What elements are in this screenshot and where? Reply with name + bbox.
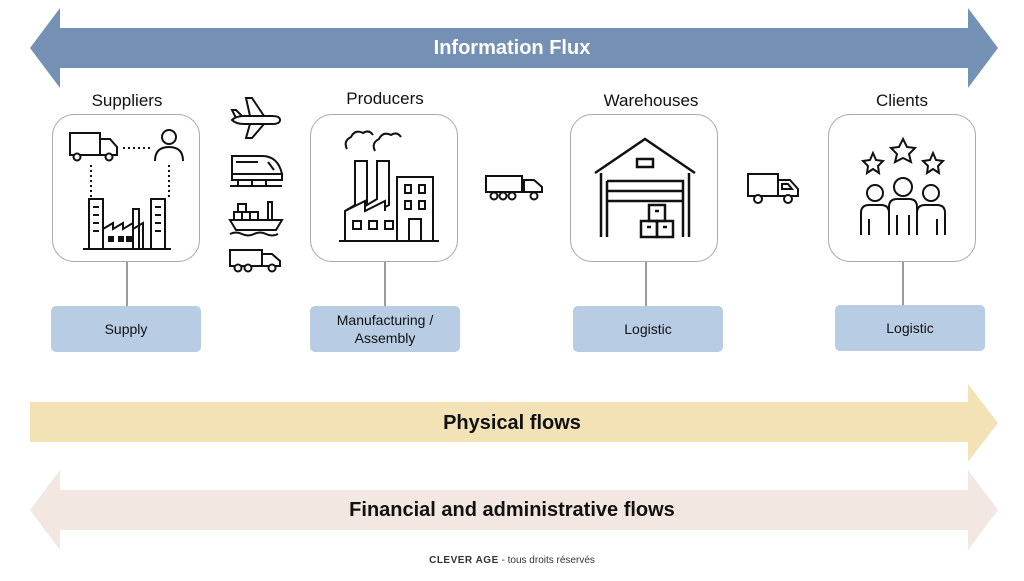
train-icon: [230, 155, 284, 187]
stage-title-producers: Producers: [346, 89, 424, 108]
producers-connector: [384, 262, 386, 306]
suppliers-icon: [69, 129, 184, 250]
factory-icon: [339, 130, 439, 242]
suppliers-card: [52, 114, 200, 262]
semi-truck-icon: [485, 175, 543, 201]
warehouses-card: [570, 114, 718, 262]
stage-title-suppliers: Suppliers: [91, 91, 163, 110]
information-flux-label: Information Flux: [433, 37, 591, 59]
financial-flows-label: Financial and administrative flows: [349, 499, 675, 521]
role-manufacturing-assembly: Manufacturing / Assembly: [310, 306, 460, 352]
information-flux-arrow: [30, 8, 998, 88]
airplane-icon: [230, 97, 282, 139]
clients-connector: [902, 262, 904, 306]
footer: CLEVER AGE - tous droits réservés: [0, 555, 1024, 566]
suppliers-connector: [126, 262, 128, 306]
warehouse-icon: [594, 137, 696, 239]
warehouses-connector: [645, 262, 647, 306]
role-supply: Supply: [51, 306, 201, 352]
stage-title-clients: Clients: [876, 91, 928, 110]
role-logistic-warehouses: Logistic: [573, 306, 723, 352]
footer-note: - tous droits réservés: [501, 555, 595, 566]
stage-title-warehouses: Warehouses: [603, 91, 699, 110]
clients-icon: [860, 136, 946, 235]
producers-card: [310, 114, 458, 262]
delivery-van-icon: [747, 173, 799, 204]
role-logistic-clients: Logistic: [835, 305, 985, 351]
cargo-ship-icon: [228, 201, 284, 237]
clients-card: [828, 114, 976, 262]
truck-icon: [229, 249, 281, 273]
physical-flows-arrow: [30, 384, 998, 462]
physical-flows-label: Physical flows: [443, 412, 581, 434]
footer-brand: CLEVER AGE: [429, 555, 499, 566]
financial-flows-arrow: [30, 470, 998, 550]
